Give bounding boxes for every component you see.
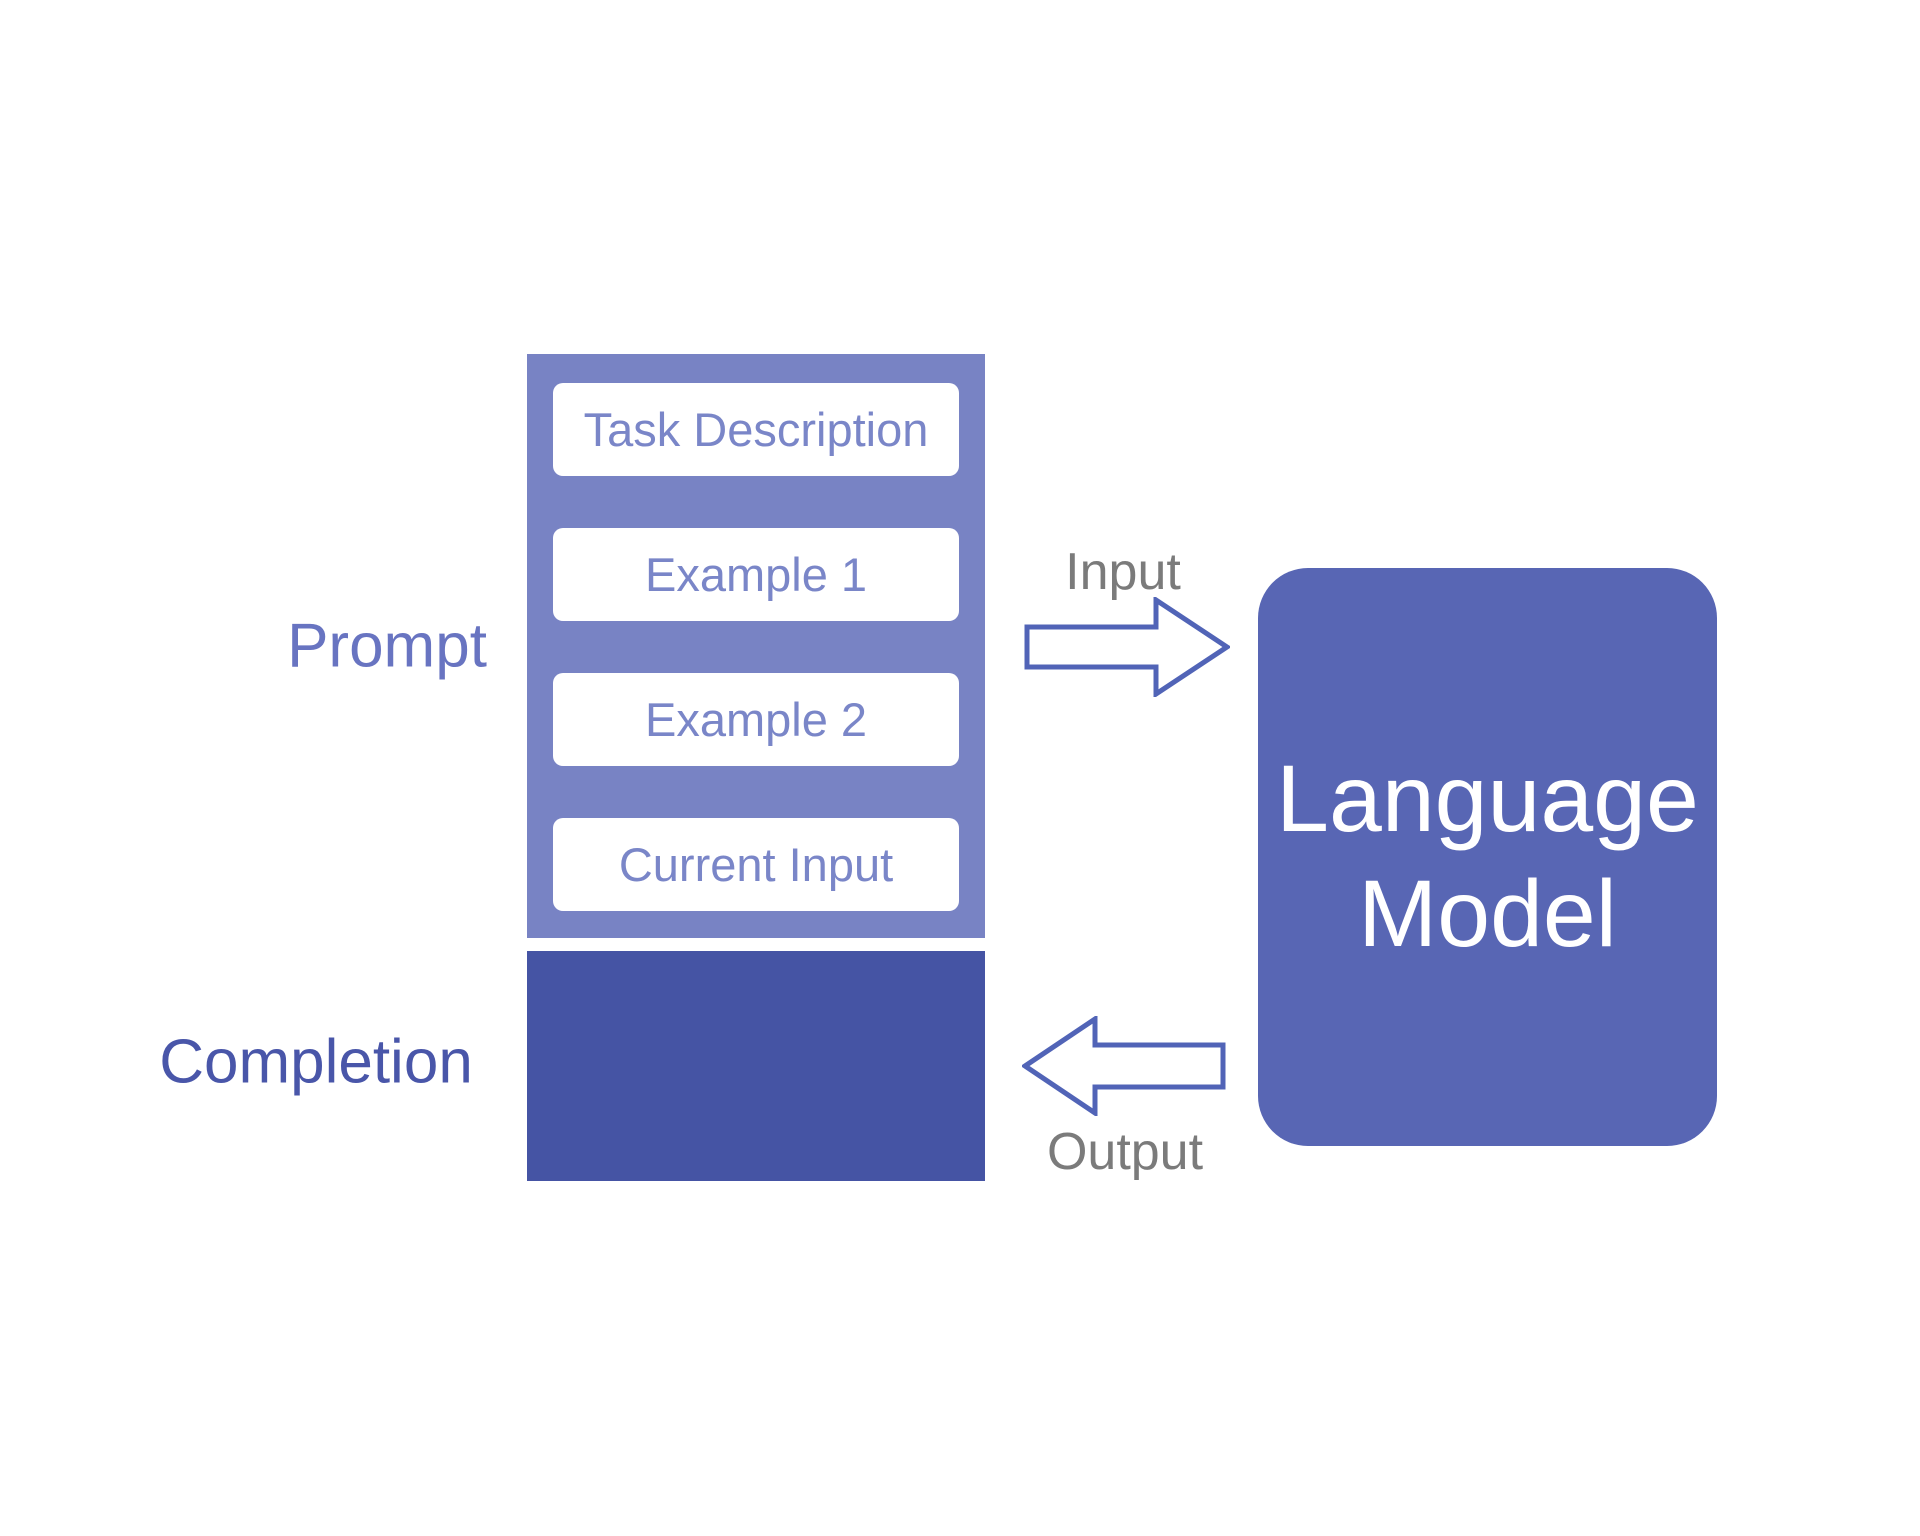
prompt-block-example-1: Example 1 bbox=[553, 528, 959, 621]
prompt-stack: Task Description Example 1 Example 2 Cur… bbox=[527, 354, 985, 938]
right-arrow-icon bbox=[1024, 597, 1230, 697]
prompt-block-task-description: Task Description bbox=[553, 383, 959, 476]
input-arrow-label: Input bbox=[1065, 543, 1181, 601]
language-model-label-line1: Language bbox=[1276, 746, 1699, 853]
prompt-block-current-input: Current Input bbox=[553, 818, 959, 911]
completion-box bbox=[527, 951, 985, 1181]
left-arrow-icon bbox=[1022, 1016, 1226, 1116]
completion-label: Completion bbox=[159, 1027, 473, 1097]
language-model-label-line2: Model bbox=[1358, 861, 1617, 967]
output-arrow-label: Output bbox=[1046, 1123, 1204, 1181]
prompt-label: Prompt bbox=[287, 611, 487, 681]
prompt-block-example-2: Example 2 bbox=[553, 673, 959, 766]
language-model-box: Language Model bbox=[1258, 568, 1717, 1146]
